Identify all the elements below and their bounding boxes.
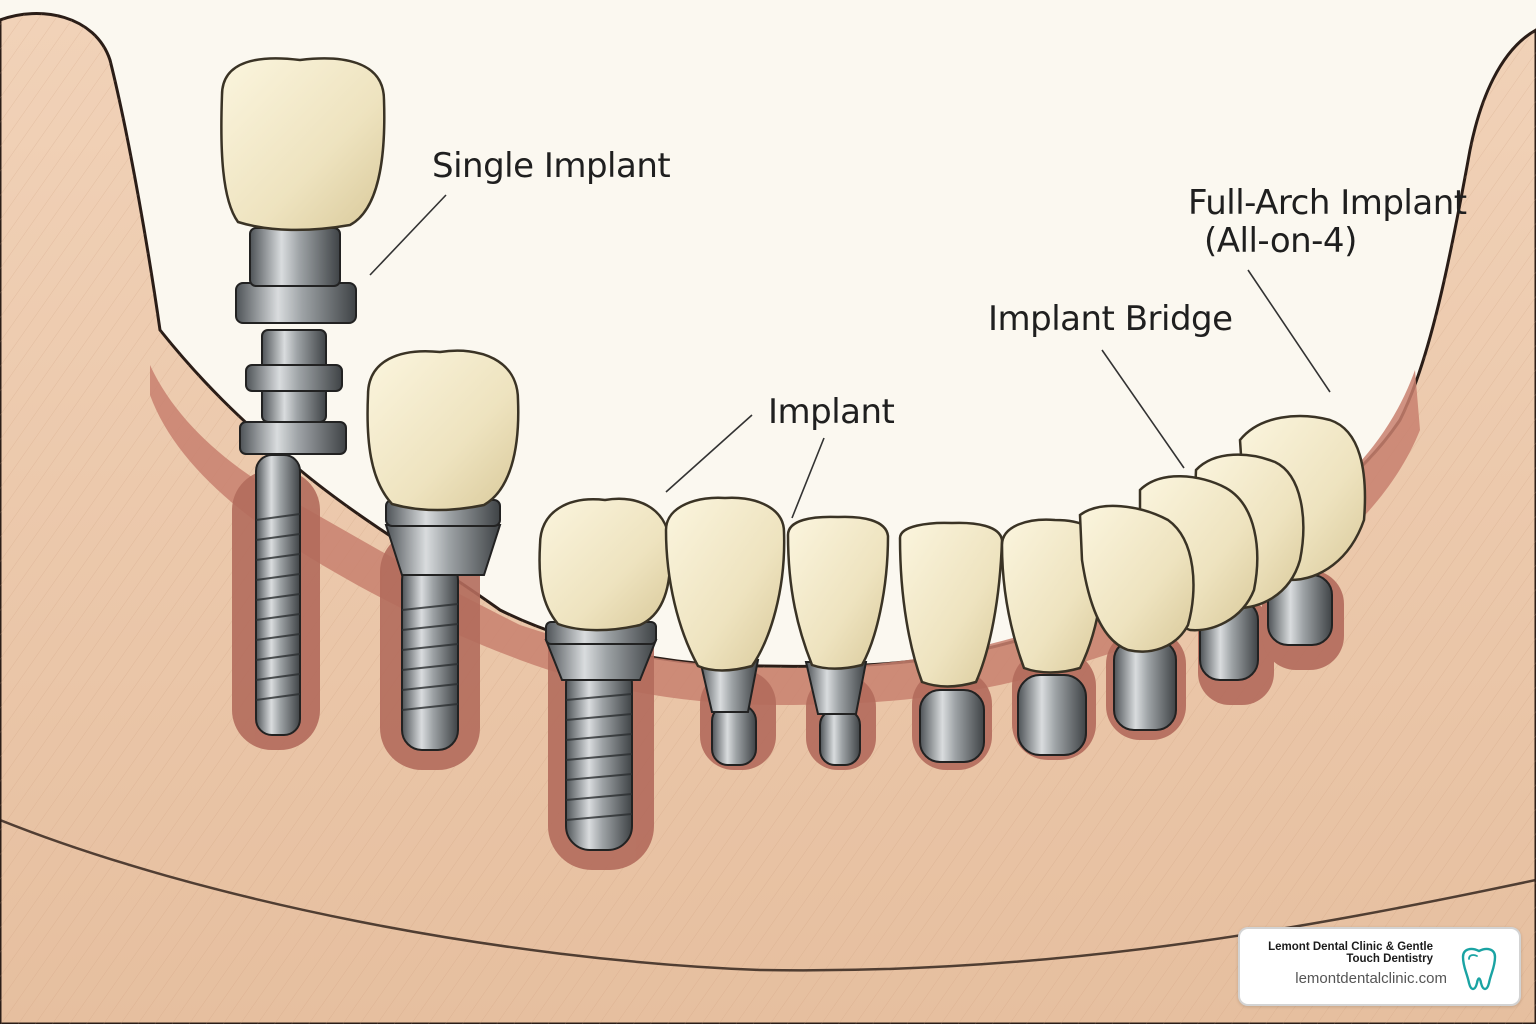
leader-line-implant-b [791,437,825,519]
label-full-arch-line2: (All-on-4) [1204,221,1357,261]
clinic-website: lemontdentalclinic.com [1295,970,1447,987]
clinic-name: Lemont Dental Clinic & Gentle Touch Dent… [1268,941,1433,965]
crown [220,57,386,232]
full-arch-assembly [1078,414,1367,731]
implant-screw [1113,639,1177,731]
abutment [384,524,502,576]
leader-line-single [369,194,447,276]
abutment-collar [245,364,343,392]
crown [366,349,520,512]
implant-with-crown [366,349,520,751]
leader-line-implant-a [665,414,753,493]
front-implant-3 [898,521,1004,763]
front-implant-1 [664,496,786,766]
label-single-implant: Single Implant [432,146,671,186]
label-implant: Implant [768,392,895,432]
jaw-lower-edge [0,818,1536,972]
screw-threads [565,693,633,821]
screw-threads [401,603,459,711]
leader-line-bridge [1101,349,1185,469]
abutment-collar [239,421,347,455]
crown [898,521,1004,688]
implant-deep [538,497,672,851]
clinic-badge: Lemont Dental Clinic & Gentle Touch Dent… [1238,927,1521,1006]
leader-line-fullarch [1247,269,1331,393]
label-full-arch-line1: Full-Arch Implant [1188,183,1467,223]
abutment [544,639,658,681]
jaw-bone-texture [0,13,1536,1024]
crown [786,515,890,670]
implant-screw [919,689,985,763]
crown [538,497,672,632]
implant-screw [819,709,861,766]
label-full-arch: Full-Arch Implant (All-on-4) [1188,184,1467,260]
crown [664,496,786,672]
abutment-collar [235,282,357,324]
front-implant-2 [786,515,890,766]
crown [1000,518,1106,674]
implant-screw [711,704,757,766]
front-implant-4 [1000,518,1106,756]
single-implant-assembly [220,57,386,736]
label-implant-bridge: Implant Bridge [988,299,1233,339]
screw-threads [255,513,301,701]
implant-screw [401,559,459,751]
abutment-post [249,227,341,287]
implant-screw [1017,674,1087,756]
tooth-icon [1461,947,1497,991]
crown [1078,504,1195,653]
leader-lines [369,194,1331,519]
